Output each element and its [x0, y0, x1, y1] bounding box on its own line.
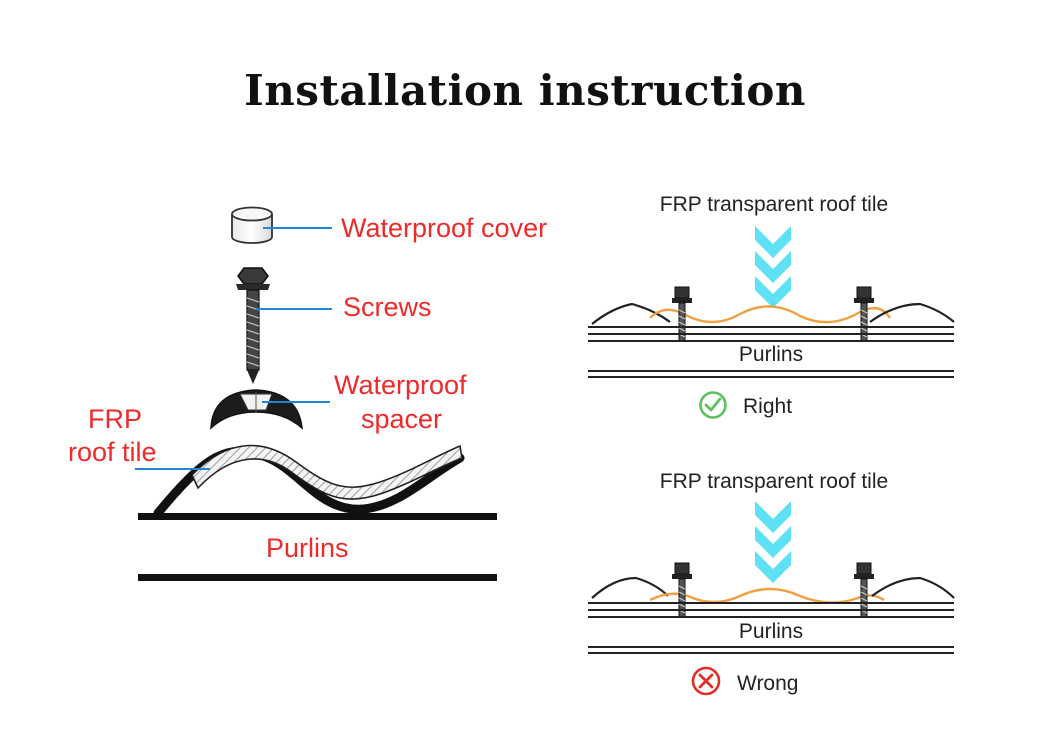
cross-circle-icon [691, 666, 721, 696]
right-bottom-side-tile-left [591, 576, 669, 599]
screw-icon [236, 267, 270, 384]
waterproof-spacer-label-line1: Waterproof [334, 370, 467, 400]
waterproof-cover-icon [231, 206, 273, 244]
right-top-heading: FRP transparent roof tile [660, 193, 888, 216]
right-verdict-label: Right [743, 395, 792, 418]
right-top-side-tile-right [869, 302, 955, 323]
right-bottom-heading: FRP transparent roof tile [660, 470, 888, 493]
frp-roof-tile-label-line1: FRP [88, 404, 142, 434]
screws-label: Screws [343, 292, 432, 322]
right-wrong-diagram: FRP transparent roof tile [588, 470, 955, 696]
frp-roof-tile-label-line2: roof tile [68, 437, 157, 467]
frp-roof-tile-shape [153, 444, 465, 518]
down-arrows-icon [755, 226, 791, 308]
right-top-purlins-label: Purlins [739, 343, 803, 366]
right-bottom-purlins-label: Purlins [739, 620, 803, 643]
right-bottom-transparent-tile [649, 587, 885, 604]
check-circle-icon [699, 391, 727, 419]
waterproof-spacer-icon [210, 389, 303, 430]
waterproof-spacer-label-line2: spacer [361, 404, 442, 434]
right-top-screw-left-icon [672, 286, 692, 342]
left-assembly-diagram: Waterproof cover Screws Waterproof space… [68, 206, 547, 581]
left-purlins-label: Purlins [266, 533, 349, 563]
page-title: Installation instruction [244, 66, 806, 115]
right-top-side-tile-left [591, 302, 671, 325]
right-bottom-screw-left-icon [672, 562, 692, 618]
right-bottom-side-tile-right [871, 576, 955, 599]
right-correct-diagram: FRP transparent roof tile [588, 193, 955, 419]
right-bottom-screw-right-icon [854, 562, 874, 618]
purlin-top-bar [138, 513, 497, 520]
purlin-bottom-bar [138, 574, 497, 581]
waterproof-cover-label: Waterproof cover [341, 213, 547, 243]
wrong-verdict-label: Wrong [737, 672, 798, 695]
right-top-transparent-tile [649, 305, 892, 324]
down-arrows-icon [755, 501, 791, 583]
